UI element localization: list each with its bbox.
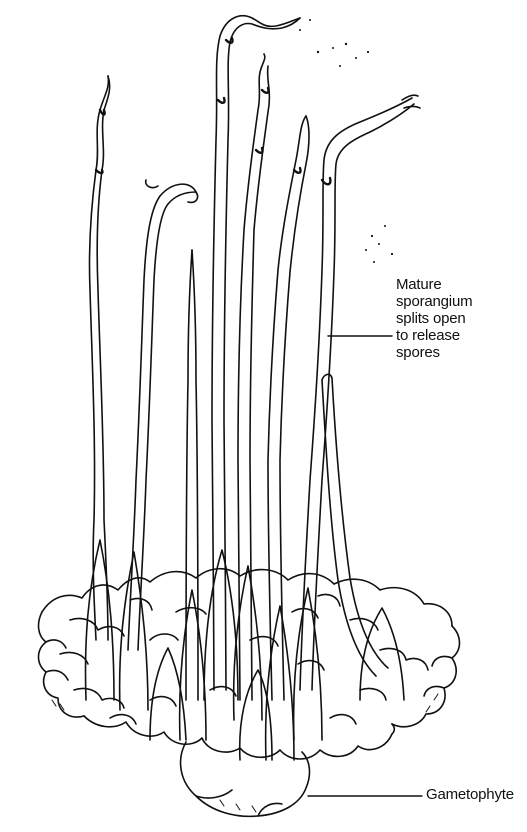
sporangium-label: Mature sporangium splits open to release… [396, 276, 521, 361]
spores [299, 19, 393, 263]
gametophyte-thallus [39, 569, 460, 817]
sporophytes [86, 16, 420, 760]
gametophyte-label: Gametophyte [426, 786, 527, 803]
